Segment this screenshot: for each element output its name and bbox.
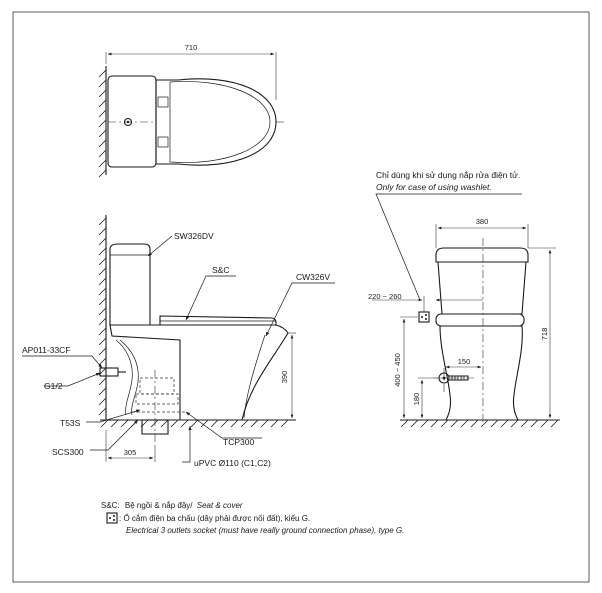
side-view-seat-cover — [159, 315, 277, 326]
front-view-seat — [435, 313, 525, 327]
legend-socket-icon — [106, 512, 118, 524]
top-view: 710 — [98, 43, 284, 178]
front-view-bowl — [439, 325, 523, 421]
seal-label: SCS300 — [52, 447, 84, 457]
legend-seat-code: S&C: — [101, 501, 120, 510]
legend-socket-en: Electrical 3 outlets socket (must have r… — [126, 526, 404, 535]
socket-height-dimension-label: 400 ~ 450 — [393, 353, 402, 387]
side-view-trap — [115, 339, 133, 416]
power-socket-icon — [418, 311, 430, 323]
bowl-label: CW326V — [296, 272, 330, 282]
angle-valve-icon — [99, 367, 119, 377]
side-view-wall-hatch — [98, 217, 107, 416]
front-view-tank-lid — [435, 247, 529, 263]
socket-range-dimension-label: 220 ~ 260 — [368, 292, 402, 301]
tank-label: SW326DV — [174, 231, 214, 241]
legend-seat-desc-vi: Bệ ngồi & nắp đậy/ — [125, 501, 193, 510]
fixing-label: TCP300 — [223, 437, 254, 447]
front-view-tank — [437, 261, 527, 315]
front-width-dimension-label: 380 — [476, 217, 489, 226]
seat-hinge-right-icon — [157, 136, 169, 148]
seat-label: S&C — [212, 265, 229, 275]
legend: S&C: Bệ ngồi & nắp đậy/ Seat & cover : Ổ… — [101, 501, 404, 535]
front-view-floor-hatch — [400, 419, 559, 428]
side-view-bowl — [109, 324, 289, 421]
washlet-note-en: Only for case of using washlet. — [376, 182, 492, 192]
inlet-label: G1/2 — [44, 381, 63, 391]
side-view-tank — [109, 243, 151, 326]
top-view-wall-hatch — [98, 69, 107, 178]
pipe-label: uPVC Ø110 (C1,C2) — [194, 458, 271, 468]
front-height-dimension-label: 718 — [540, 328, 549, 341]
inlet-offset-dimension-label: 150 — [458, 357, 471, 366]
top-width-dimension-label: 710 — [185, 43, 198, 52]
wall-to-outlet-dimension-label: 305 — [124, 448, 137, 457]
legend-seat-desc-en: Seat & cover — [197, 501, 243, 510]
flush-button-icon — [123, 117, 133, 127]
top-view-seat — [169, 81, 271, 163]
top-view-bowl — [155, 78, 277, 166]
side-view-floor-hatch — [100, 419, 289, 428]
side-view: 390 305 SW326DV S&C CW326V AP011-33CF G1… — [22, 215, 335, 468]
seat-hinge-left-icon — [157, 96, 169, 108]
legend-seat-line: S&C: Bệ ngồi & nắp đậy/ Seat & cover — [101, 501, 243, 510]
flange-label: T53S — [60, 418, 81, 428]
sheet-border — [12, 11, 590, 583]
flange-outline — [139, 377, 175, 395]
legend-socket-vi: : Ổ cắm điện ba chấu (dây phải được nối … — [119, 514, 310, 523]
outlet-height-dimension-label: 390 — [280, 371, 289, 384]
washlet-note-vi: Chỉ dùng khi sử dụng nắp rửa điện tử. — [376, 170, 520, 180]
angle-valve-label: AP011-33CF — [22, 345, 71, 355]
inlet-height-dimension-label: 180 — [412, 393, 421, 406]
front-view: Chỉ dùng khi sử dụng nắp rửa điện tử. On… — [368, 170, 560, 428]
